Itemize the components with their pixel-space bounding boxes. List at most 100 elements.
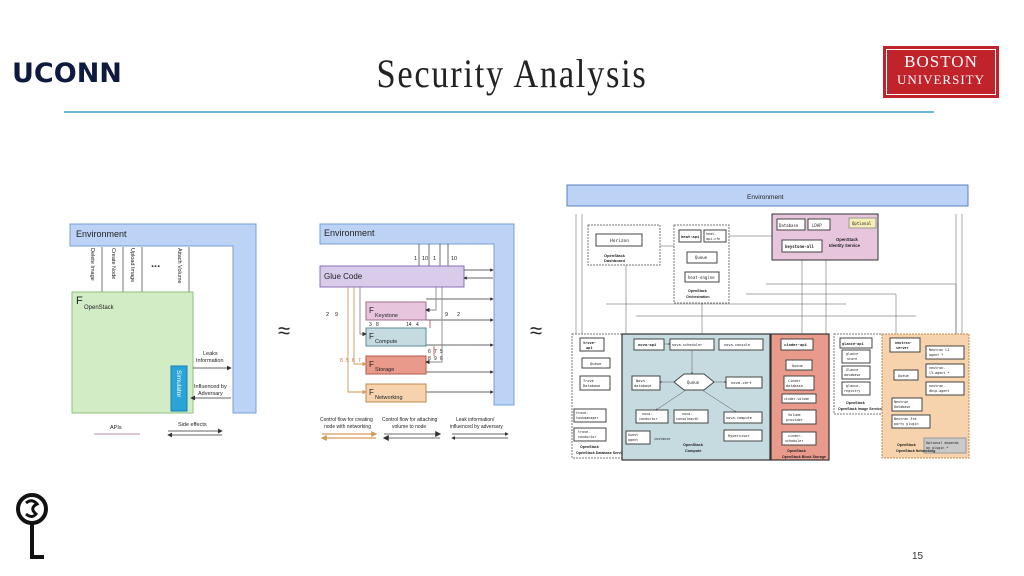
svg-text:OpenStack Block Storage: OpenStack Block Storage xyxy=(782,455,826,459)
svg-text:5: 5 xyxy=(440,349,443,355)
svg-text:cinder-volume: cinder-volume xyxy=(784,397,809,401)
svg-text:consoleauth: consoleauth xyxy=(676,417,698,421)
svg-text:taskmanager: taskmanager xyxy=(576,416,598,420)
svg-text:neutron-: neutron- xyxy=(929,384,945,388)
svg-text:Queue: Queue xyxy=(695,255,708,260)
svg-text:server: server xyxy=(896,346,909,350)
svg-text:10: 10 xyxy=(451,256,457,262)
svg-text:Neutron: Neutron xyxy=(894,400,908,404)
legend-apis: APIs xyxy=(110,425,122,431)
svg-text:Orchestration: Orchestration xyxy=(686,295,710,299)
approx-symbol-1: ≈ xyxy=(278,318,291,343)
svg-text:Queue: Queue xyxy=(687,380,700,385)
svg-text:9: 9 xyxy=(445,312,448,318)
svg-text:l3-agent *: l3-agent * xyxy=(929,371,949,375)
svg-text:Optional: Optional xyxy=(852,221,872,226)
svg-text:2: 2 xyxy=(326,312,329,318)
slide-title: Security Analysis xyxy=(376,51,648,96)
svg-text:F: F xyxy=(369,360,374,369)
legend-attach-volume: Control flow for attaching xyxy=(382,417,438,423)
svg-text:Cinder: Cinder xyxy=(788,379,801,383)
svg-text:keystone-all: keystone-all xyxy=(785,244,814,249)
diagram-glue-code: Environment 1 10 1 10 Glue Code F Keysto… xyxy=(319,223,515,441)
dashboard-group xyxy=(587,224,661,266)
svg-text:OpenStack: OpenStack xyxy=(604,253,626,258)
svg-text:14: 14 xyxy=(406,322,412,328)
horizon-box xyxy=(595,233,643,247)
svg-text:5: 5 xyxy=(346,358,349,364)
svg-text:scheduler: scheduler xyxy=(785,439,803,443)
svg-text:Guest: Guest xyxy=(628,433,638,437)
svg-text:api-cfn: api-cfn xyxy=(706,237,720,241)
svg-text:Queue: Queue xyxy=(590,361,602,366)
svg-text:6: 6 xyxy=(352,358,355,364)
svg-text:database: database xyxy=(786,384,803,388)
svg-text:6: 6 xyxy=(428,349,431,355)
svg-text:Queue: Queue xyxy=(898,374,909,378)
compute-label: Compute xyxy=(375,339,397,345)
svg-text:F: F xyxy=(369,332,374,341)
page-number: 15 xyxy=(912,551,924,562)
svg-text:glance-api: glance-api xyxy=(842,342,864,346)
svg-text:Horizon: Horizon xyxy=(610,238,629,244)
svg-text:agent *: agent * xyxy=(929,353,943,357)
svg-text:neutron-: neutron- xyxy=(895,341,912,345)
svg-text:cinder-: cinder- xyxy=(788,434,802,438)
title-divider xyxy=(64,111,934,113)
svg-text:Database: Database xyxy=(583,384,600,388)
boston-university-logo: BOSTON UNIVERSITY xyxy=(883,46,999,98)
svg-text:conductor: conductor xyxy=(578,435,596,439)
svg-text:heat-: heat- xyxy=(706,232,716,236)
svg-text:Glance: Glance xyxy=(846,368,858,372)
networking-label: Networking xyxy=(375,395,403,401)
legend-leak-information: Leak information/ xyxy=(456,417,495,423)
svg-text:glance-: glance- xyxy=(846,384,860,388)
environment-label-3: Environment xyxy=(747,194,784,201)
svg-text:Neutron L2: Neutron L2 xyxy=(929,348,949,352)
svg-text:7: 7 xyxy=(358,358,361,364)
svg-text:OpenStack Networking: OpenStack Networking xyxy=(896,449,935,453)
svg-text:Database: Database xyxy=(779,223,799,228)
environment-frame-2 xyxy=(319,223,515,406)
svg-text:Hypervisor: Hypervisor xyxy=(728,434,750,438)
svg-text:neutron-: neutron- xyxy=(929,366,945,370)
svg-text:Database: Database xyxy=(894,405,910,409)
svg-text:10: 10 xyxy=(422,256,428,262)
svg-text:Compute: Compute xyxy=(685,449,701,453)
svg-text:trove-: trove- xyxy=(578,430,590,434)
svg-text:3: 3 xyxy=(369,322,372,328)
approx-symbol-2: ≈ xyxy=(530,318,543,343)
svg-text:OpenStack: OpenStack xyxy=(836,237,859,242)
simulator-label: Simulator xyxy=(175,370,182,398)
svg-text:OpenStack: OpenStack xyxy=(688,289,707,293)
svg-text:cinder-api: cinder-api xyxy=(784,342,808,347)
svg-text:8: 8 xyxy=(376,322,379,328)
svg-text:OpenStack: OpenStack xyxy=(580,445,599,449)
svg-text:6: 6 xyxy=(440,356,443,362)
svg-text:OpenStack: OpenStack xyxy=(897,443,916,447)
influenced-label: Influenced by xyxy=(194,384,227,390)
openstack-f-letter: F xyxy=(76,295,83,307)
svg-text:OpenStack Database Service: OpenStack Database Service xyxy=(576,451,626,455)
svg-text:store: store xyxy=(847,357,857,361)
channel-attach-volume: Attach Volume xyxy=(176,248,182,283)
orchestration-group xyxy=(673,224,730,304)
svg-text:glance: glance xyxy=(846,352,858,356)
svg-text:nova-: nova- xyxy=(642,412,652,416)
ellipsis: ... xyxy=(151,258,160,270)
legend-create-node: Control flow for creating xyxy=(320,417,373,423)
svg-text:database: database xyxy=(844,373,860,377)
keystone-label: Keystone xyxy=(375,313,398,319)
environment-bar xyxy=(566,184,969,207)
svg-text:1: 1 xyxy=(414,256,417,262)
svg-text:OpenStack: OpenStack xyxy=(846,401,865,405)
simulator-box xyxy=(170,365,188,412)
channel-delete-image: Delete Image xyxy=(89,248,95,281)
svg-text:node with networking: node with networking xyxy=(324,424,371,430)
svg-text:Dashboard: Dashboard xyxy=(604,258,625,263)
svg-text:party plugin: party plugin xyxy=(894,422,919,426)
channel-upload-image: Upload Image xyxy=(129,248,135,282)
svg-text:instance: instance xyxy=(654,437,670,441)
svg-text:Optional depends: Optional depends xyxy=(926,441,959,445)
svg-text:OpenStack: OpenStack xyxy=(787,449,806,453)
